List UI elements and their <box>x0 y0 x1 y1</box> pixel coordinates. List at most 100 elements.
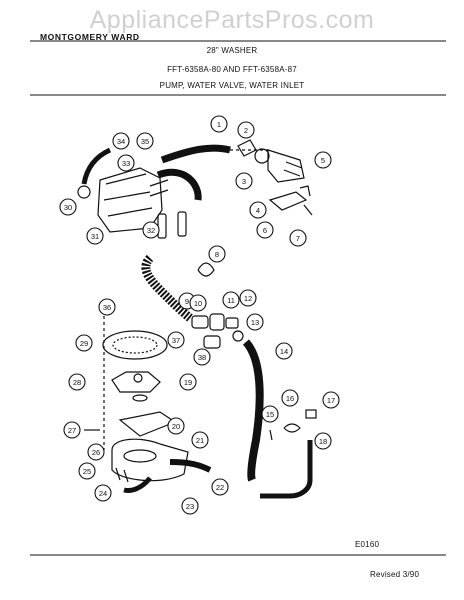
callout-32: 32 <box>142 221 160 239</box>
hose-clip-8 <box>197 262 215 277</box>
callout-circle <box>281 389 299 407</box>
callout-3: 3 <box>235 172 253 190</box>
callout-number: 20 <box>172 422 180 431</box>
callout-25: 25 <box>78 462 96 480</box>
pump-gasket-28 <box>111 371 161 393</box>
callout-number: 10 <box>194 299 202 308</box>
callout-number: 23 <box>186 502 194 511</box>
pump-outlet-hose-22 <box>169 459 212 473</box>
callout-circle <box>136 132 154 150</box>
pump-cover-grid <box>112 336 158 354</box>
callout-35: 35 <box>136 132 154 150</box>
callout-circle <box>167 417 185 435</box>
callout-circle <box>289 229 307 247</box>
callout-number: 34 <box>117 137 125 146</box>
callout-number: 8 <box>215 250 219 259</box>
callout-10: 10 <box>189 294 207 312</box>
callout-number: 26 <box>92 448 100 457</box>
callout-number: 1 <box>217 120 221 129</box>
pump-cover-29 <box>102 330 168 360</box>
callout-12: 12 <box>239 289 257 307</box>
callout-23: 23 <box>181 497 199 515</box>
callout-circle <box>181 497 199 515</box>
callout-circle <box>256 221 274 239</box>
callout-26: 26 <box>87 443 105 461</box>
callout-number: 32 <box>147 226 155 235</box>
pump-body-chamber <box>123 449 157 463</box>
callout-36: 36 <box>98 298 116 316</box>
callout-circle <box>235 172 253 190</box>
callout-circle <box>193 348 211 366</box>
callout-number: 21 <box>196 436 204 445</box>
callout-19: 19 <box>179 373 197 391</box>
callout-circle <box>189 294 207 312</box>
callout-number: 30 <box>64 203 72 212</box>
drain-hose-corrugated <box>141 254 193 322</box>
callout-29: 29 <box>75 334 93 352</box>
callout-number: 14 <box>280 347 288 356</box>
seal-19 <box>132 394 148 402</box>
hose-clamp-13 <box>232 330 244 342</box>
callout-21: 21 <box>191 431 209 449</box>
callout-number: 15 <box>266 410 274 419</box>
callout-circle <box>59 198 77 216</box>
callout-circle <box>275 342 293 360</box>
callout-number: 27 <box>68 426 76 435</box>
inlet-bracket-4 <box>268 191 308 211</box>
callout-5: 5 <box>314 151 332 169</box>
callout-circle <box>78 462 96 480</box>
callout-number: 36 <box>103 303 111 312</box>
callout-circle <box>86 227 104 245</box>
callout-number: 33 <box>122 159 130 168</box>
callout-28: 28 <box>68 373 86 391</box>
model-size-title: 28" WASHER <box>206 46 258 55</box>
callout-24: 24 <box>94 484 112 502</box>
inlet-screw-7 <box>303 204 313 216</box>
callout-4: 4 <box>249 201 267 219</box>
callout-number: 29 <box>80 339 88 348</box>
callout-number: 31 <box>91 232 99 241</box>
impeller-19 <box>133 373 143 383</box>
callout-circle <box>94 484 112 502</box>
callout-number: 6 <box>263 226 267 235</box>
callout-number: 22 <box>216 483 224 492</box>
callout-circle <box>314 432 332 450</box>
callout-number: 13 <box>251 318 259 327</box>
fill-fitting-b <box>177 211 187 237</box>
valve-fitting <box>77 185 91 199</box>
water-valve-body <box>97 167 163 233</box>
drain-hose-18 <box>260 440 313 499</box>
hose-clamp-16 <box>283 423 301 433</box>
water-inlet-detail <box>283 161 303 177</box>
model-numbers: FFT-6358A-80 AND FFT-6358A-87 <box>167 65 297 74</box>
callout-20: 20 <box>167 417 185 435</box>
callout-circle <box>239 289 257 307</box>
callout-number: 2 <box>244 126 248 135</box>
parts-artwork <box>77 139 317 499</box>
inlet-clamp-1 <box>237 139 257 157</box>
brand-name: MONTGOMERY WARD <box>40 32 140 42</box>
callout-circle <box>208 245 226 263</box>
callout-circle <box>210 115 228 133</box>
callout-circle <box>117 154 135 172</box>
inlet-hose-lower <box>156 168 202 201</box>
callout-circle <box>211 478 229 496</box>
callout-1: 1 <box>210 115 228 133</box>
callout-number: 11 <box>227 296 235 305</box>
valve-outlets <box>149 179 169 197</box>
valve-hose-left <box>81 147 112 185</box>
callout-number: 9 <box>185 297 189 306</box>
callout-14: 14 <box>275 342 293 360</box>
callout-30: 30 <box>59 198 77 216</box>
callout-circle <box>246 313 264 331</box>
callout-number: 3 <box>242 177 246 186</box>
callout-number: 24 <box>99 489 107 498</box>
pump-plate-20 <box>118 411 177 437</box>
callout-6: 6 <box>256 221 274 239</box>
callout-16: 16 <box>281 389 299 407</box>
callout-number: 28 <box>73 378 81 387</box>
inlet-screw-5 <box>299 185 311 197</box>
